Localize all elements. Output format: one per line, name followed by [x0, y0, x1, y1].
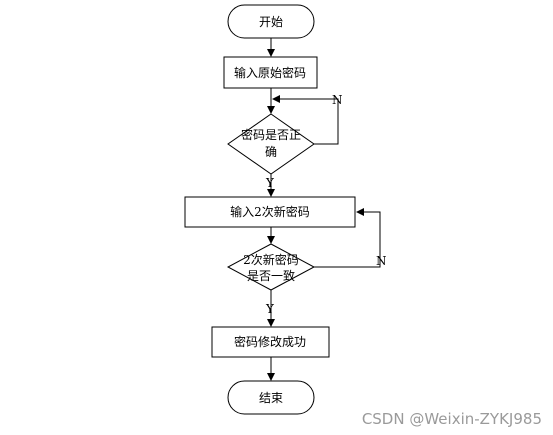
csdn-watermark: CSDN @Weixin-ZYKJ985	[362, 410, 542, 428]
input-original-box	[223, 56, 318, 89]
compare-yes-label: Y	[265, 302, 275, 316]
success-label: 密码修改成功	[234, 334, 306, 349]
start-label: 开始	[259, 15, 283, 29]
check-password-line1: 密码是否正	[241, 127, 301, 142]
compare-password-decision	[226, 243, 316, 291]
check-password-line2: 确	[265, 145, 277, 159]
end-label: 结束	[259, 391, 283, 405]
check-password-decision	[227, 113, 315, 175]
compare-password-line1: 2次新密码	[243, 252, 299, 267]
input-new-label: 输入2次新密码	[230, 204, 310, 219]
end-terminator	[227, 380, 315, 415]
edge-check-no-loop	[272, 95, 339, 145]
compare-no-label: N	[376, 254, 387, 268]
input-new-box	[184, 196, 356, 228]
input-original-label: 输入原始密码	[234, 65, 306, 80]
check-no-label: N	[332, 93, 343, 107]
edge-compare-no-loop	[314, 208, 381, 268]
compare-password-line2: 是否一致	[247, 269, 295, 283]
check-yes-label: Y	[265, 176, 275, 190]
